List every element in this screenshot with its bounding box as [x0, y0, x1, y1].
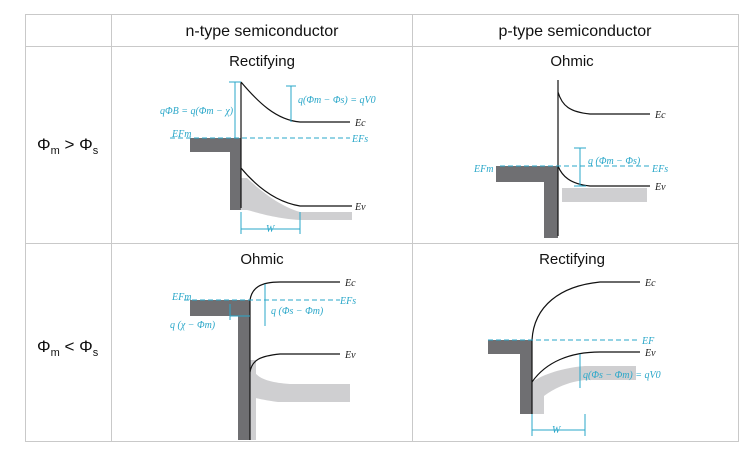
label-ef: EF [641, 336, 655, 347]
label-efs: EFs [351, 134, 368, 145]
label-ec: Ec [354, 118, 366, 129]
label-depletion-width: W [552, 425, 562, 436]
row-label-phi-m-gt-phi-s: Φm > Φs [37, 135, 99, 157]
label-efm: EFm [171, 292, 191, 303]
valence-band-p-ohmic [557, 165, 650, 187]
diagram-p-type-rectifying: Rectifying q(Φs − Φm) = qV0 EF Ec Ev W [488, 251, 661, 436]
label-ev: Ev [354, 202, 366, 213]
label-efm: EFm [171, 129, 191, 140]
conduction-band-n-rectifying [240, 81, 350, 208]
label-ev: Ev [654, 182, 666, 193]
caption-n-ohmic: Ohmic [240, 251, 284, 268]
table-grid [25, 14, 739, 442]
metal-block [190, 300, 250, 440]
label-band-bending: q(Φs − Φm) = qV0 [583, 370, 661, 381]
valence-band-p-rectifying [531, 351, 640, 383]
label-band-bending: q (Φs − Φm) [271, 306, 324, 317]
diagram-p-type-ohmic: Ohmic q (Φm − Φs) EFm EFs Ec Ev [473, 53, 668, 238]
label-chi-barrier: q (χ − Φm) [170, 320, 216, 331]
caption-p-ohmic: Ohmic [550, 53, 594, 70]
metal-block [496, 166, 558, 238]
metal-block [488, 340, 532, 414]
semiconductor-shade [241, 178, 247, 210]
header-p-type: p-type semiconductor [499, 23, 653, 40]
label-band-bending: q(Φm − Φs) = qV0 [298, 95, 376, 106]
label-ev: Ev [644, 348, 656, 359]
row-label-phi-m-lt-phi-s: Φm < Φs [37, 337, 99, 359]
label-efm: EFm [473, 164, 493, 175]
caption-n-rectifying: Rectifying [229, 53, 295, 70]
valence-band-n-rectifying [240, 167, 352, 207]
valence-band-n-ohmic [249, 353, 340, 373]
label-ec: Ec [344, 278, 356, 289]
label-band-bending: q (Φm − Φs) [588, 156, 641, 167]
label-efs: EFs [651, 164, 668, 175]
label-efs: EFs [339, 296, 356, 307]
label-barrier-height: qΦB = q(Φm − χ) [160, 106, 234, 117]
header-n-type: n-type semiconductor [186, 23, 340, 40]
metal-block [190, 138, 241, 210]
conduction-band-p-rectifying [531, 281, 640, 414]
label-depletion-width: W [266, 224, 276, 235]
conduction-band-p-ohmic [557, 80, 650, 236]
label-ec: Ec [644, 278, 656, 289]
label-ev: Ev [344, 350, 356, 361]
label-ec: Ec [654, 110, 666, 121]
diagram-n-type-ohmic: Ohmic q (Φs − Φm) q (χ − Φm) EFm EFs Ec … [170, 251, 356, 440]
caption-p-rectifying: Rectifying [539, 251, 605, 268]
diagram-n-type-rectifying: Rectifying qΦB = q(Φm − χ) q(Φm − Φs) = … [160, 53, 376, 235]
